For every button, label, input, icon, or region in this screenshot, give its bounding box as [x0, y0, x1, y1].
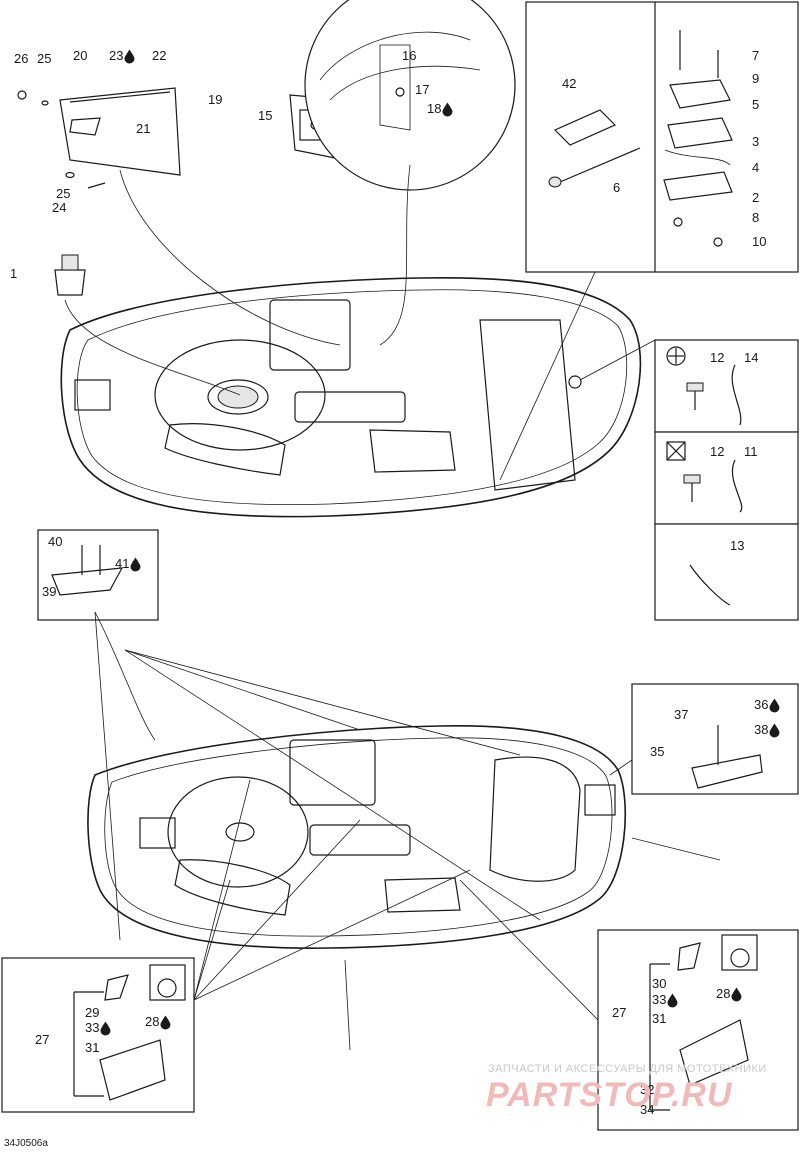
callout-12: 12: [710, 350, 724, 365]
adhesive-drop-icon: [124, 49, 135, 64]
adhesive-drop-icon: [731, 987, 742, 1002]
callout-13: 13: [730, 538, 744, 553]
callout-39: 39: [42, 584, 56, 599]
callout-20: 20: [73, 48, 87, 63]
leader-lines: [64, 164, 721, 1111]
callout-7: 7: [752, 48, 759, 63]
callout-30: 30: [652, 976, 666, 991]
callout-28: 28: [716, 986, 730, 1001]
callout-24: 24: [52, 200, 66, 215]
callout-25: 25: [56, 186, 70, 201]
callout-28: 28: [145, 1014, 159, 1029]
callout-33: 33: [652, 992, 666, 1007]
adhesive-drop-icon: [160, 1015, 171, 1030]
callout-8: 8: [752, 210, 759, 225]
callout-31: 31: [85, 1040, 99, 1055]
callout-9: 9: [752, 71, 759, 86]
callout-12: 12: [710, 444, 724, 459]
deck-top-view: [60, 276, 642, 518]
watermark-caption: ЗАПЧАСТИ И АКСЕССУАРЫ ДЛЯ МОТОТЕХНИКИ: [488, 1063, 767, 1075]
adhesive-drop-icon: [130, 557, 141, 572]
adhesive-drop-icon: [769, 723, 780, 738]
callout-38: 38: [754, 722, 768, 737]
part-sketches: [17, 0, 763, 1101]
callout-34: 34: [640, 1102, 654, 1117]
callout-5: 5: [752, 97, 759, 112]
callout-3: 3: [752, 134, 759, 149]
callout-37: 37: [674, 707, 688, 722]
callout-32: 32: [640, 1082, 654, 1097]
callout-27: 27: [612, 1005, 626, 1020]
callout-18: 18: [427, 101, 441, 116]
callout-11: 11: [744, 444, 758, 459]
watermark-brand: PARTSTOP.RU: [486, 1076, 733, 1114]
callout-10: 10: [752, 234, 766, 249]
callout-33: 33: [85, 1020, 99, 1035]
callout-29: 29: [85, 1005, 99, 1020]
callout-17: 17: [415, 82, 429, 97]
callout-16: 16: [402, 48, 416, 63]
callout-31: 31: [652, 1011, 666, 1026]
adhesive-drop-icon: [667, 993, 678, 1008]
callout-40: 40: [48, 534, 62, 549]
callout-36: 36: [754, 697, 768, 712]
deck-bottom-view: [87, 725, 626, 949]
figure-code: 34J0506a: [4, 1138, 48, 1149]
adhesive-drop-icon: [442, 102, 453, 117]
adhesive-drop-icon: [769, 698, 780, 713]
callout-22: 22: [152, 48, 166, 63]
callout-14: 14: [744, 350, 758, 365]
callout-25: 25: [37, 51, 51, 66]
callout-41: 41: [115, 556, 129, 571]
callout-21: 21: [136, 121, 150, 136]
callout-15: 15: [258, 108, 272, 123]
callout-42: 42: [562, 76, 576, 91]
callout-35: 35: [650, 744, 664, 759]
adhesive-drop-icon: [100, 1021, 111, 1036]
callout-19: 19: [208, 92, 222, 107]
callout-23: 23: [109, 48, 123, 63]
callout-4: 4: [752, 160, 759, 175]
callout-26: 26: [14, 51, 28, 66]
callout-27: 27: [35, 1032, 49, 1047]
callout-2: 2: [752, 190, 759, 205]
callout-1: 1: [10, 266, 17, 281]
callout-6: 6: [613, 180, 620, 195]
